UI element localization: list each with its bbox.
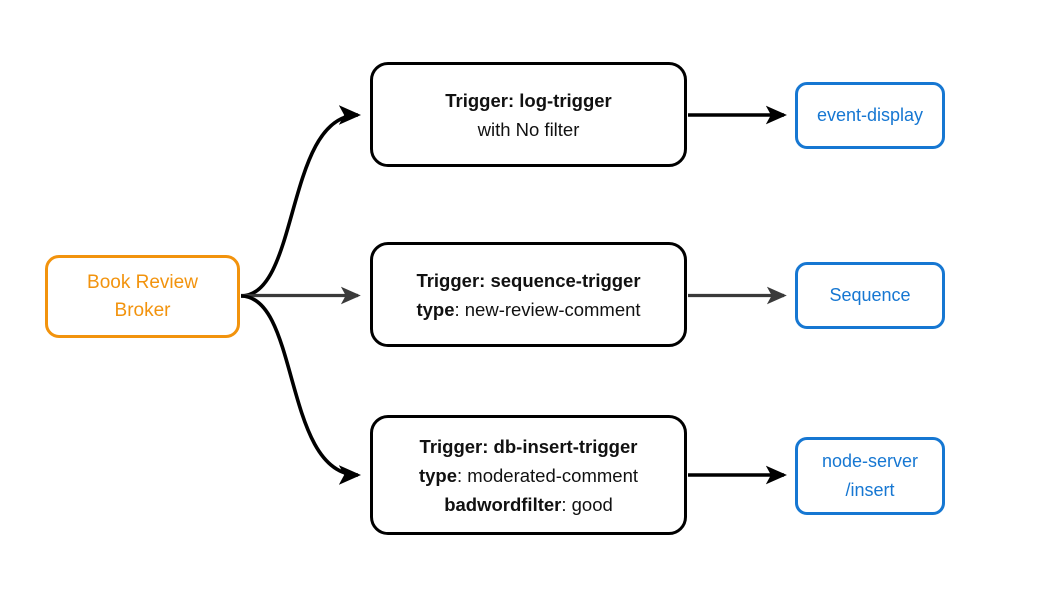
node-sequence-trigger[interactable]: Trigger: sequence-trigger type: new-revi…	[370, 242, 687, 347]
db-insert-trigger-line-1: Trigger: db-insert-trigger	[419, 435, 638, 457]
sequence-trigger-line-2: type: new-review-comment	[416, 298, 641, 320]
db-insert-trigger-line-3: badwordfilter: good	[444, 493, 613, 515]
edge-broker-to-db-insert-trigger	[240, 294, 362, 485]
node-event-display[interactable]: event-display	[795, 82, 945, 149]
node-log-trigger[interactable]: Trigger: log-trigger with No filter	[370, 62, 687, 167]
node-book-review-broker[interactable]: Book Review Broker	[45, 255, 240, 338]
edge-broker-to-log-trigger	[240, 105, 362, 298]
source-label-line-2: Broker	[114, 299, 171, 321]
node-node-server-insert[interactable]: node-server /insert	[795, 437, 945, 515]
sequence-trigger-line-1: Trigger: sequence-trigger	[416, 269, 641, 291]
sequence-label: Sequence	[829, 285, 911, 305]
source-label-line-1: Book Review	[87, 271, 198, 293]
node-server-label-line-2: /insert	[845, 480, 895, 500]
node-db-insert-trigger[interactable]: Trigger: db-insert-trigger type: moderat…	[370, 415, 687, 535]
node-sequence[interactable]: Sequence	[795, 262, 945, 329]
event-display-label: event-display	[816, 105, 924, 125]
db-insert-trigger-line-2: type: moderated-comment	[418, 464, 638, 486]
node-server-label-line-1: node-server	[821, 451, 919, 471]
log-trigger-line-1: Trigger: log-trigger	[445, 89, 612, 111]
log-trigger-line-2: with No filter	[477, 118, 580, 140]
